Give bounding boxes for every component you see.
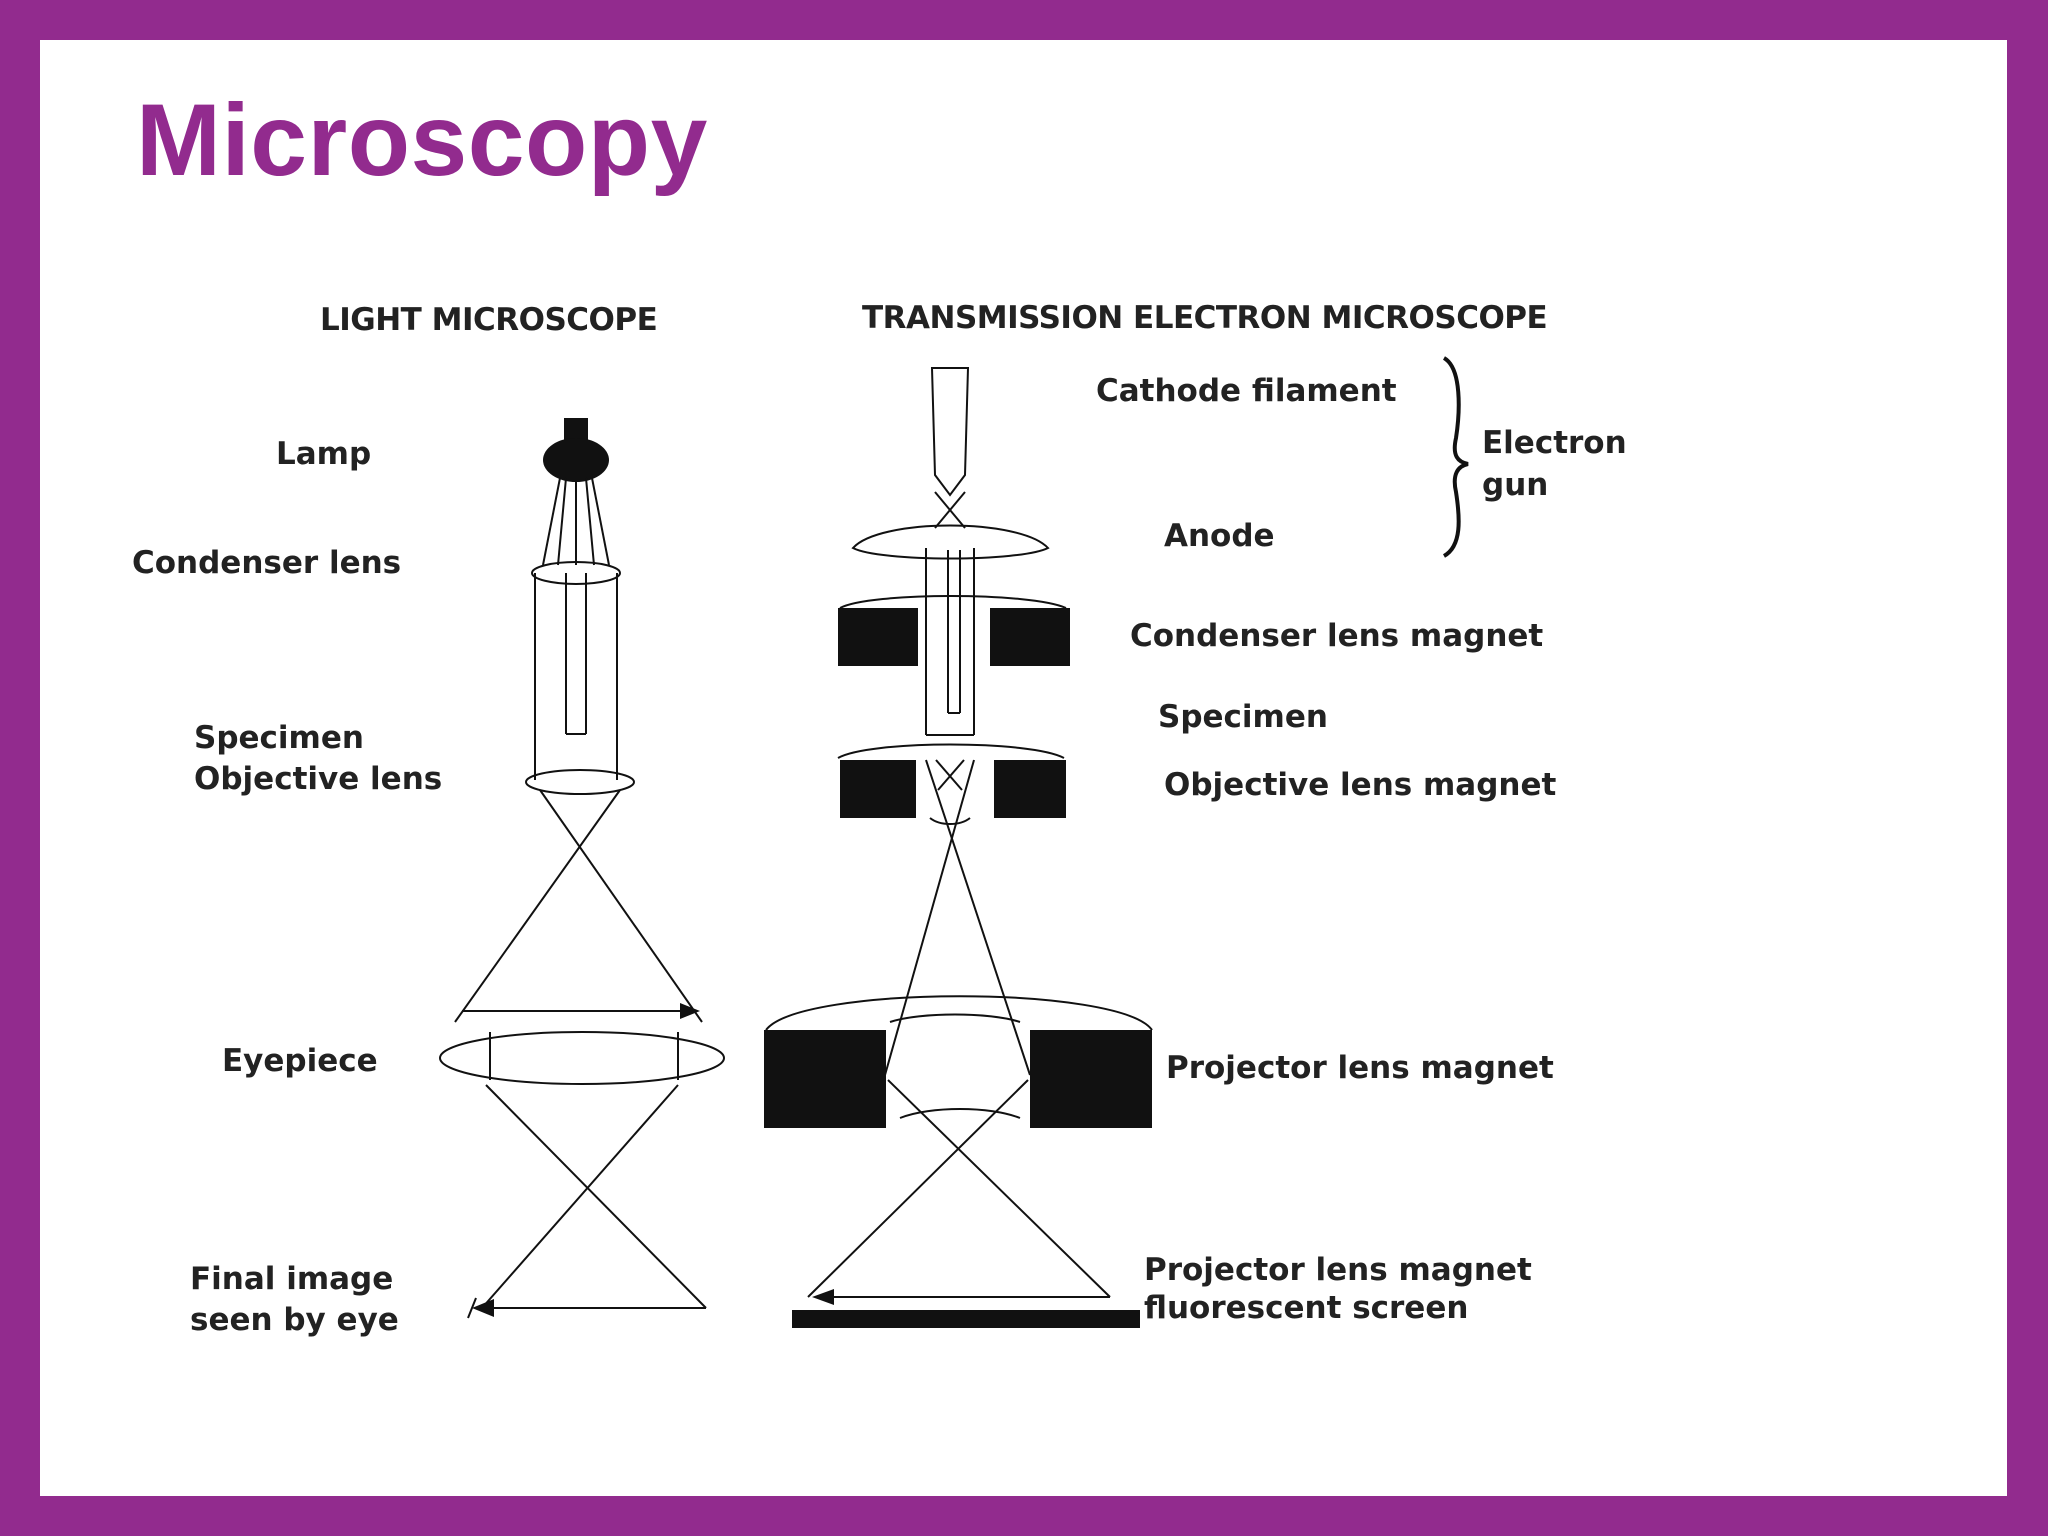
label-final-image: Final image	[190, 1261, 393, 1297]
label-specimen: Specimen	[194, 720, 364, 756]
label-seen-by-eye: seen by eye	[190, 1302, 399, 1338]
eyepiece-lens	[439, 1031, 725, 1085]
label-screen-projector: Projector lens magnet	[1144, 1252, 1532, 1288]
tem-specimen	[947, 550, 961, 714]
fluorescent-screen	[792, 1310, 1140, 1328]
tem-heading: TRANSMISSION ELECTRON MICROSCOPE	[862, 300, 1547, 336]
intermediate-image-arrow	[462, 1003, 700, 1019]
label-objective-lens-magnet: Objective lens magnet	[1164, 767, 1557, 803]
condenser-lens	[531, 561, 621, 585]
anode	[851, 524, 1050, 560]
label-projector-lens-magnet: Projector lens magnet	[1166, 1050, 1554, 1086]
final-image-arrow	[467, 1297, 706, 1319]
label-anode: Anode	[1164, 518, 1275, 554]
label-fluorescent-screen: fluorescent screen	[1144, 1290, 1468, 1326]
label-cathode-filament: Cathode filament	[1096, 373, 1397, 409]
lamp-bulb-icon	[543, 438, 609, 482]
label-eyepiece: Eyepiece	[222, 1043, 378, 1079]
label-objective-lens: Objective lens	[194, 761, 442, 797]
specimen-slide	[565, 573, 587, 735]
label-tem-specimen: Specimen	[1158, 699, 1328, 735]
screen-image-arrow	[812, 1289, 1110, 1305]
label-condenser-lens: Condenser lens	[132, 545, 401, 581]
objective-lens	[525, 769, 635, 795]
label-condenser-lens-magnet: Condenser lens magnet	[1130, 618, 1543, 654]
light-microscope	[439, 418, 725, 1319]
electron-microscope	[764, 356, 1469, 1328]
projector-lens-magnet	[764, 995, 1153, 1128]
objective-lens-magnet	[837, 743, 1066, 825]
lamp-rays	[542, 477, 610, 566]
slide-title: Microscopy	[136, 83, 708, 197]
label-gun: gun	[1482, 467, 1548, 503]
electron-gun-brace	[1442, 356, 1469, 558]
label-lamp: Lamp	[276, 436, 371, 472]
condenser-lens-magnet	[838, 595, 1070, 666]
cathode-filament	[930, 367, 970, 497]
label-electron: Electron	[1482, 425, 1627, 461]
light-microscope-heading: LIGHT MICROSCOPE	[320, 302, 657, 338]
